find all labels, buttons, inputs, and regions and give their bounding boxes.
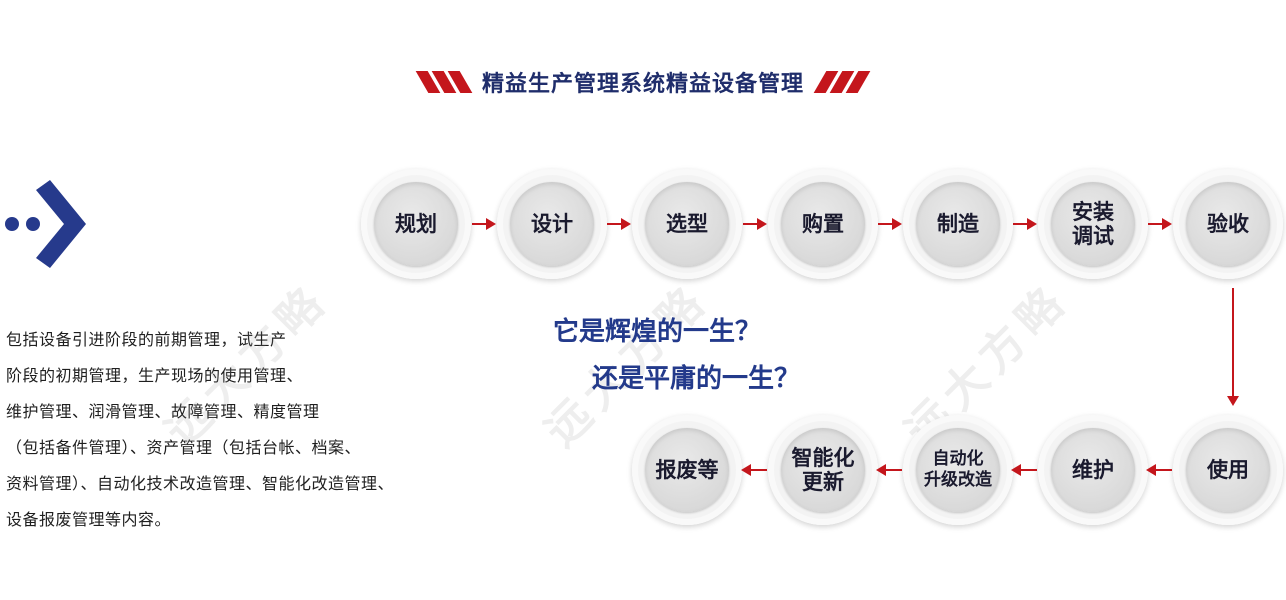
step-label: 选型 bbox=[666, 212, 708, 236]
description-line: 资料管理）、自动化技术改造管理、智能化改造管理、 bbox=[6, 474, 395, 493]
step-label: 安装 调试 bbox=[1072, 200, 1114, 248]
step-circle-scrap: 报废等 bbox=[632, 415, 742, 525]
step-circle-automation: 自动化 升级改造 bbox=[903, 415, 1013, 525]
description-line: （包括备件管理）、资产管理（包括台帐、档案、 bbox=[6, 438, 362, 457]
arrow-right-icon bbox=[743, 218, 767, 230]
step-label: 验收 bbox=[1207, 212, 1249, 236]
step-label: 自动化 升级改造 bbox=[924, 449, 992, 490]
step-circle-maintain: 维护 bbox=[1038, 415, 1148, 525]
question-glorious: 它是辉煌的一生？ bbox=[553, 317, 762, 347]
arrow-right-icon bbox=[1148, 218, 1172, 230]
arrow-left-icon bbox=[876, 464, 902, 476]
step-label: 使用 bbox=[1207, 458, 1249, 482]
step-circle-use: 使用 bbox=[1173, 415, 1283, 525]
arrow-left-icon bbox=[1011, 464, 1037, 476]
step-circle-purchase: 购置 bbox=[768, 169, 878, 279]
step-circle-selection: 选型 bbox=[632, 169, 742, 279]
arrow-right-icon bbox=[607, 218, 631, 230]
description-line: 阶段的初期管理，生产现场的使用管理、 bbox=[6, 366, 304, 385]
arrow-down-icon bbox=[1227, 288, 1239, 406]
title-left-stripes bbox=[415, 71, 473, 93]
step-circle-install: 安装 调试 bbox=[1038, 169, 1148, 279]
step-circle-acceptance: 验收 bbox=[1173, 169, 1283, 279]
step-label: 制造 bbox=[937, 212, 979, 236]
description: 包括设备引进阶段的前期管理，试生产 阶段的初期管理，生产现场的使用管理、 维护管… bbox=[6, 322, 446, 538]
title-bar: 精益生产管理系统精益设备管理 bbox=[0, 62, 1286, 102]
arrow-right-icon bbox=[1013, 218, 1037, 230]
step-label: 购置 bbox=[802, 212, 844, 236]
step-label: 规划 bbox=[395, 212, 437, 236]
arrow-left-icon bbox=[1146, 464, 1172, 476]
description-line: 设备报废管理等内容。 bbox=[6, 510, 172, 529]
dots-chevron-icon bbox=[5, 180, 86, 268]
step-circle-plan: 规划 bbox=[361, 169, 471, 279]
step-label: 维护 bbox=[1072, 458, 1114, 482]
step-label: 设计 bbox=[531, 212, 573, 236]
arrow-right-icon bbox=[878, 218, 902, 230]
description-line: 维护管理、润滑管理、故障管理、精度管理 bbox=[6, 402, 320, 421]
step-label: 报废等 bbox=[655, 458, 719, 482]
step-circle-design: 设计 bbox=[497, 169, 607, 279]
description-line: 包括设备引进阶段的前期管理，试生产 bbox=[6, 330, 287, 349]
step-circle-intelligent: 智能化 更新 bbox=[768, 415, 878, 525]
page-title: 精益生产管理系统精益设备管理 bbox=[481, 72, 804, 97]
step-label: 智能化 更新 bbox=[791, 446, 855, 494]
arrow-right-icon bbox=[472, 218, 496, 230]
step-circle-manufacture: 制造 bbox=[903, 169, 1013, 279]
title-right-stripes bbox=[813, 71, 871, 93]
question-mediocre: 还是平庸的一生？ bbox=[592, 364, 801, 394]
arrow-left-icon bbox=[741, 464, 767, 476]
